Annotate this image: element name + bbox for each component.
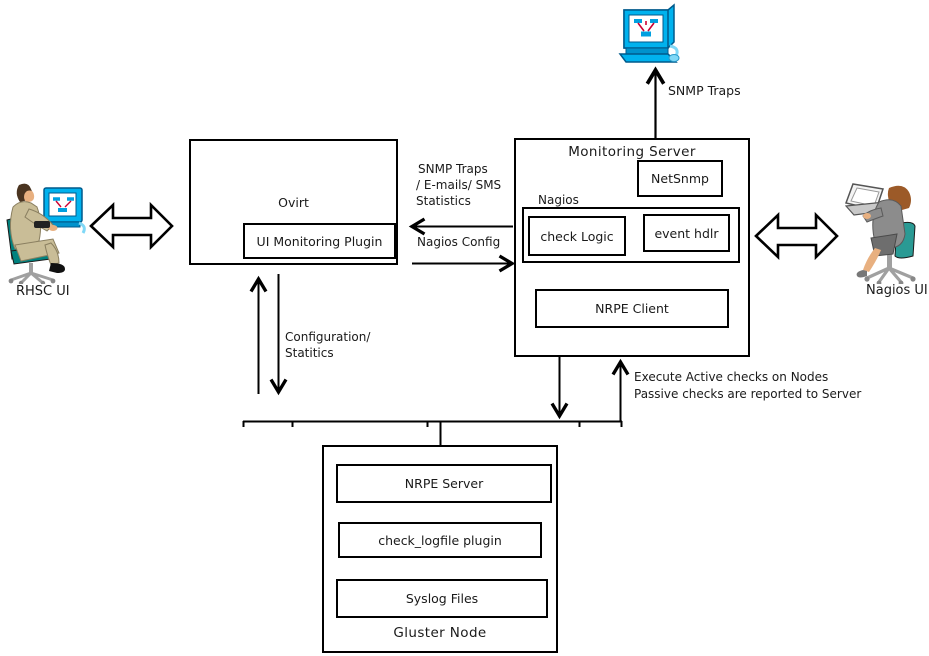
nrpe-server-box: NRPE Server bbox=[336, 464, 552, 503]
check-logfile-plugin-box: check_logfile plugin bbox=[338, 522, 542, 558]
mid-snmp-label-3: Statistics bbox=[416, 194, 471, 208]
nrpe-client-box: NRPE Client bbox=[535, 289, 729, 328]
snmp-traps-top-label: SNMP Traps bbox=[668, 83, 741, 98]
check-logic-box: check Logic bbox=[528, 216, 626, 256]
mid-snmp-label-1: SNMP Traps bbox=[418, 162, 488, 176]
double-arrow-rhsc-ovirt bbox=[89, 201, 174, 251]
rhsc-user-at-computer-icon bbox=[6, 183, 86, 284]
network-console-icon bbox=[618, 3, 680, 63]
configuration-label-2: Statitics bbox=[285, 346, 334, 360]
configuration-label-1: Configuration/ bbox=[285, 330, 371, 344]
ovirt-title: Ovirt bbox=[278, 195, 309, 210]
gluster-node-box: NRPE Server check_logfile plugin Syslog … bbox=[322, 445, 558, 653]
ui-monitoring-plugin-box: UI Monitoring Plugin bbox=[243, 223, 396, 259]
syslog-files-box: Syslog Files bbox=[336, 579, 548, 618]
netsnmp-box: NetSnmp bbox=[637, 160, 723, 197]
ovirt-box: Ovirt UI Monitoring Plugin bbox=[189, 139, 398, 265]
gluster-node-title: Gluster Node bbox=[393, 625, 487, 641]
nagios-config-label: Nagios Config bbox=[417, 235, 501, 249]
monitoring-server-title: Monitoring Server bbox=[568, 144, 696, 160]
nagios-user-with-laptop-icon bbox=[845, 183, 916, 284]
node-bus-ticks bbox=[242, 421, 623, 427]
event-hdlr-box: event hdlr bbox=[643, 214, 730, 252]
checks-note-line-2: Passive checks are reported to Server bbox=[634, 387, 862, 401]
nagios-group-label: Nagios bbox=[538, 193, 579, 207]
mid-snmp-label-2: / E-mails/ SMS bbox=[416, 178, 502, 192]
checks-note-line-1: Execute Active checks on Nodes bbox=[634, 370, 829, 384]
nagios-ui-label: Nagios UI bbox=[866, 283, 928, 298]
monitoring-server-box: Monitoring Server NetSnmp Nagios check L… bbox=[514, 138, 750, 357]
rhsc-ui-label: RHSC UI bbox=[16, 284, 70, 299]
double-arrow-monitoring-nagiosui bbox=[754, 211, 839, 261]
